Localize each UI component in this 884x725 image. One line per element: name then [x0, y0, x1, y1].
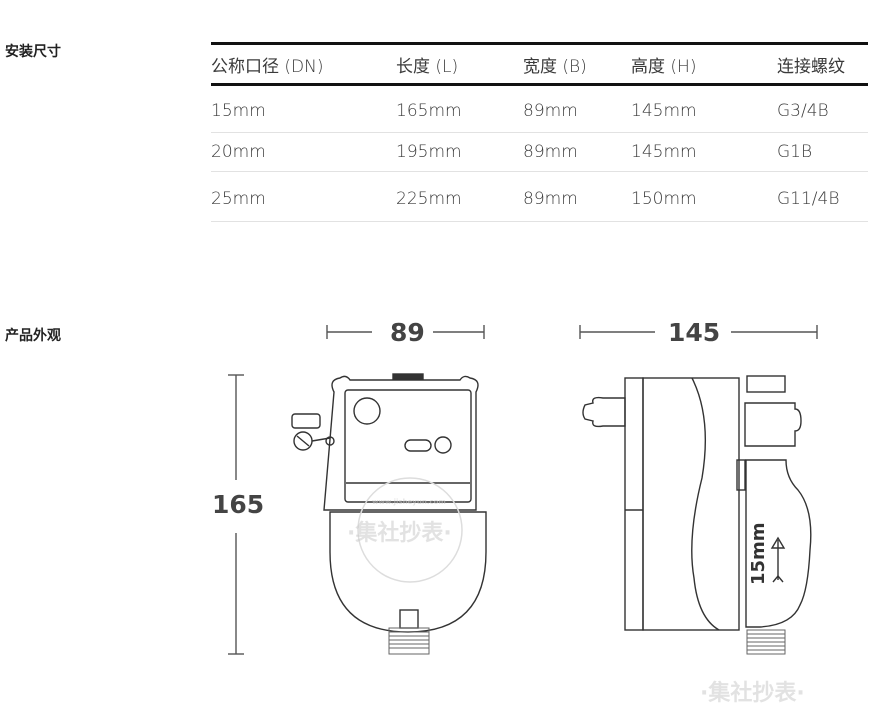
header-thread: 连接螺纹 — [777, 42, 868, 86]
watermark-text-2: ·集社抄表· — [700, 680, 805, 706]
header-width: 宽度 (B) — [523, 42, 631, 86]
cell: 25mm — [211, 171, 396, 222]
watermark: ·集社抄表· www.jisheyun.com ·集社抄表· — [347, 477, 805, 706]
length-dimension-lines — [228, 374, 244, 655]
table-row: 20mm 195mm 89mm 145mm G1B — [211, 132, 868, 172]
cell: 225mm — [396, 171, 523, 222]
length-dimension: 165 — [212, 490, 265, 519]
cell: 145mm — [631, 84, 777, 133]
flow-arrow-icon — [770, 536, 786, 583]
dimensions-table: 公称口径 (DN) 长度 (L) 宽度 (B) 高度 (H) 连接螺纹 15mm… — [211, 42, 868, 222]
cell: 15mm — [211, 84, 396, 133]
cell: 150mm — [631, 171, 777, 222]
watermark-text: ·集社抄表· — [347, 520, 452, 546]
cell: 89mm — [523, 132, 631, 172]
cell: 20mm — [211, 132, 396, 172]
cell: G11/4B — [777, 171, 868, 222]
width-dimension-lines — [326, 325, 485, 339]
table-header-row: 公称口径 (DN) 长度 (L) 宽度 (B) 高度 (H) 连接螺纹 — [211, 42, 868, 86]
height-dimension-lines — [579, 325, 818, 339]
width-dimension: 89 — [390, 318, 425, 347]
cell: G1B — [777, 132, 868, 172]
cell: G3/4B — [777, 84, 868, 133]
appearance-label: 产品外观 — [5, 328, 61, 344]
header-length: 长度 (L) — [396, 42, 523, 86]
cell: 195mm — [396, 132, 523, 172]
side-size-marking: 15mm — [748, 522, 769, 585]
cell: 165mm — [396, 84, 523, 133]
cell: 89mm — [523, 84, 631, 133]
header-height: 高度 (H) — [631, 42, 777, 86]
front-thread-icon — [388, 627, 430, 655]
side-thread-icon — [746, 629, 786, 655]
watermark-url: www.jisheyun.com — [372, 498, 446, 506]
table-row: 15mm 165mm 89mm 145mm G3/4B — [211, 84, 868, 133]
side-view-meter: 15mm — [582, 375, 812, 655]
front-view-meter — [291, 373, 487, 655]
cell: 145mm — [631, 132, 777, 172]
height-dimension: 145 — [668, 318, 721, 347]
install-dimensions-label: 安装尺寸 — [5, 44, 61, 60]
table-row: 25mm 225mm 89mm 150mm G11/4B — [211, 171, 868, 222]
cell: 89mm — [523, 171, 631, 222]
header-dn: 公称口径 (DN) — [211, 42, 396, 86]
